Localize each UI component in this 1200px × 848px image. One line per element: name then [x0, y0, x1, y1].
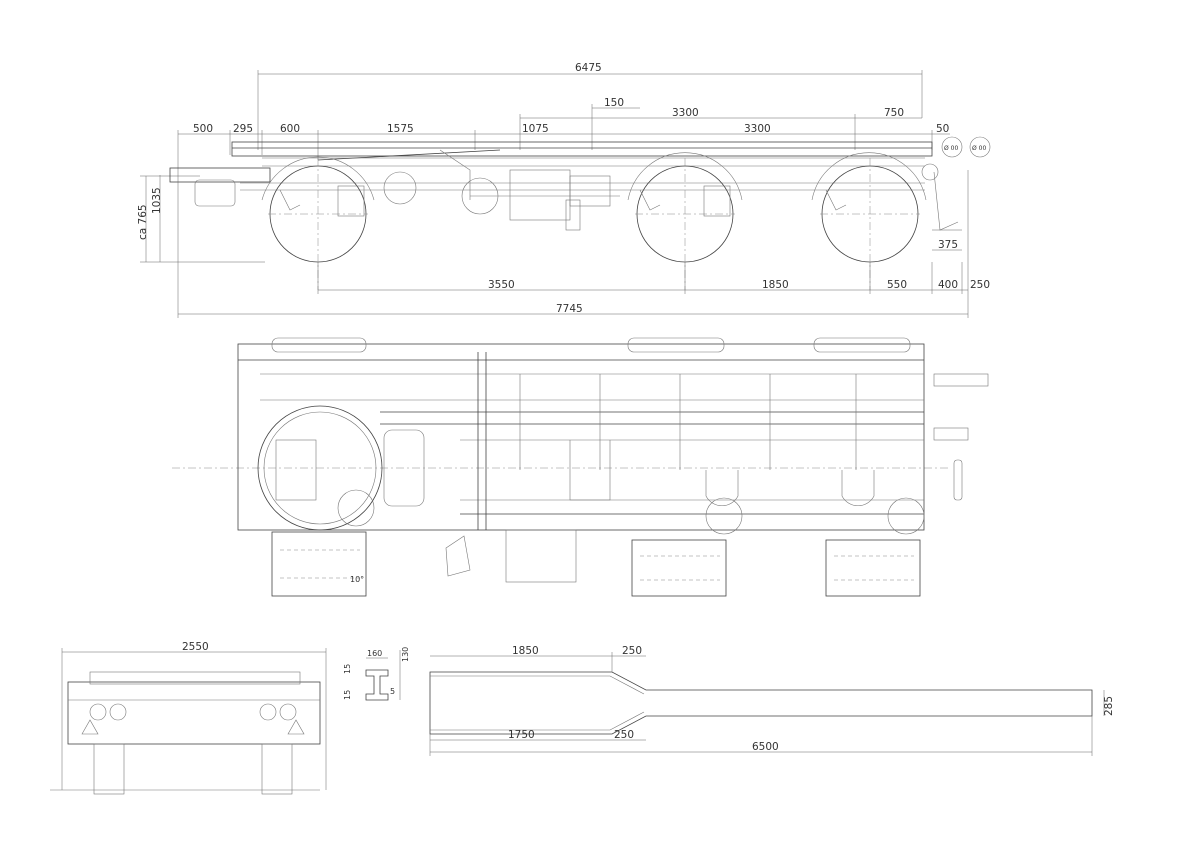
dim-295: 295 [233, 123, 253, 135]
top-view-frame [237, 343, 925, 531]
beam-section: 160 130 15 15 5 [343, 647, 410, 701]
dim-50: 50 [936, 123, 949, 135]
rail-dim-1850: 1850 [512, 645, 539, 657]
beam-dim-160: 160 [367, 649, 382, 658]
rear-view: 2550 [50, 641, 327, 795]
frame-rail: 1850 250 1750 250 6500 285 [429, 645, 1115, 756]
dim-500: 500 [193, 123, 213, 135]
beam-dim-15-bottom: 15 [343, 690, 352, 700]
dim-1075: 1075 [522, 123, 549, 135]
dim-3300-lower: 3300 [744, 123, 771, 135]
lamp-label-2: Ø 00 [972, 145, 986, 152]
dim-height-1035: 1035 [151, 187, 163, 214]
dim-1850: 1850 [762, 279, 789, 291]
rail-dim-250-bottom: 250 [614, 729, 634, 741]
side-view-dimensions-right: 375 [932, 229, 962, 251]
beam-dim-15-top: 15 [343, 664, 352, 674]
dim-1575: 1575 [387, 123, 414, 135]
chassis-components-side [194, 149, 959, 231]
beam-dim-130: 130 [401, 647, 410, 662]
angle-label: 10° [350, 575, 364, 584]
top-view-components [445, 373, 989, 583]
dim-3300-upper: 3300 [672, 107, 699, 119]
rail-dim-285: 285 [1103, 696, 1115, 716]
dim-600: 600 [280, 123, 300, 135]
top-view-air-tank [383, 429, 425, 507]
side-view-dimensions-bottom: 3550 1850 550 400 250 7745 [177, 170, 990, 318]
dim-overall-length: 7745 [556, 303, 583, 315]
rear-width-dim: 2550 [182, 641, 209, 653]
beam-dim-5: 5 [390, 687, 395, 696]
lamp-label-1: Ø 00 [944, 145, 958, 152]
dim-550: 550 [887, 279, 907, 291]
dim-height-ca765: ca 765 [137, 204, 149, 240]
side-view-dimensions-top: 6475 150 3300 750 500 295 600 1575 1075 … [177, 62, 950, 175]
wheel-rear [811, 152, 927, 290]
rail-dim-250-top: 250 [622, 645, 642, 657]
dim-750: 750 [884, 107, 904, 119]
dim-3550: 3550 [488, 279, 515, 291]
side-view-dimensions-left: ca 765 1035 [137, 175, 265, 263]
dim-overall-top: 6475 [575, 62, 602, 74]
top-view-wheels: 10° [271, 337, 921, 597]
side-view: 6475 150 3300 750 500 295 600 1575 1075 … [137, 62, 991, 318]
top-view-spare-wheel [257, 405, 383, 531]
dim-375: 375 [938, 239, 958, 251]
top-view: 10° [172, 337, 989, 597]
chassis-frame-side [169, 141, 933, 197]
dim-250: 250 [970, 279, 990, 291]
dim-400: 400 [938, 279, 958, 291]
rear-lamps-side: Ø 00 Ø 00 [941, 136, 991, 158]
dim-offset-150: 150 [604, 97, 624, 109]
rail-dim-6500: 6500 [752, 741, 779, 753]
rail-dim-1750: 1750 [508, 729, 535, 741]
